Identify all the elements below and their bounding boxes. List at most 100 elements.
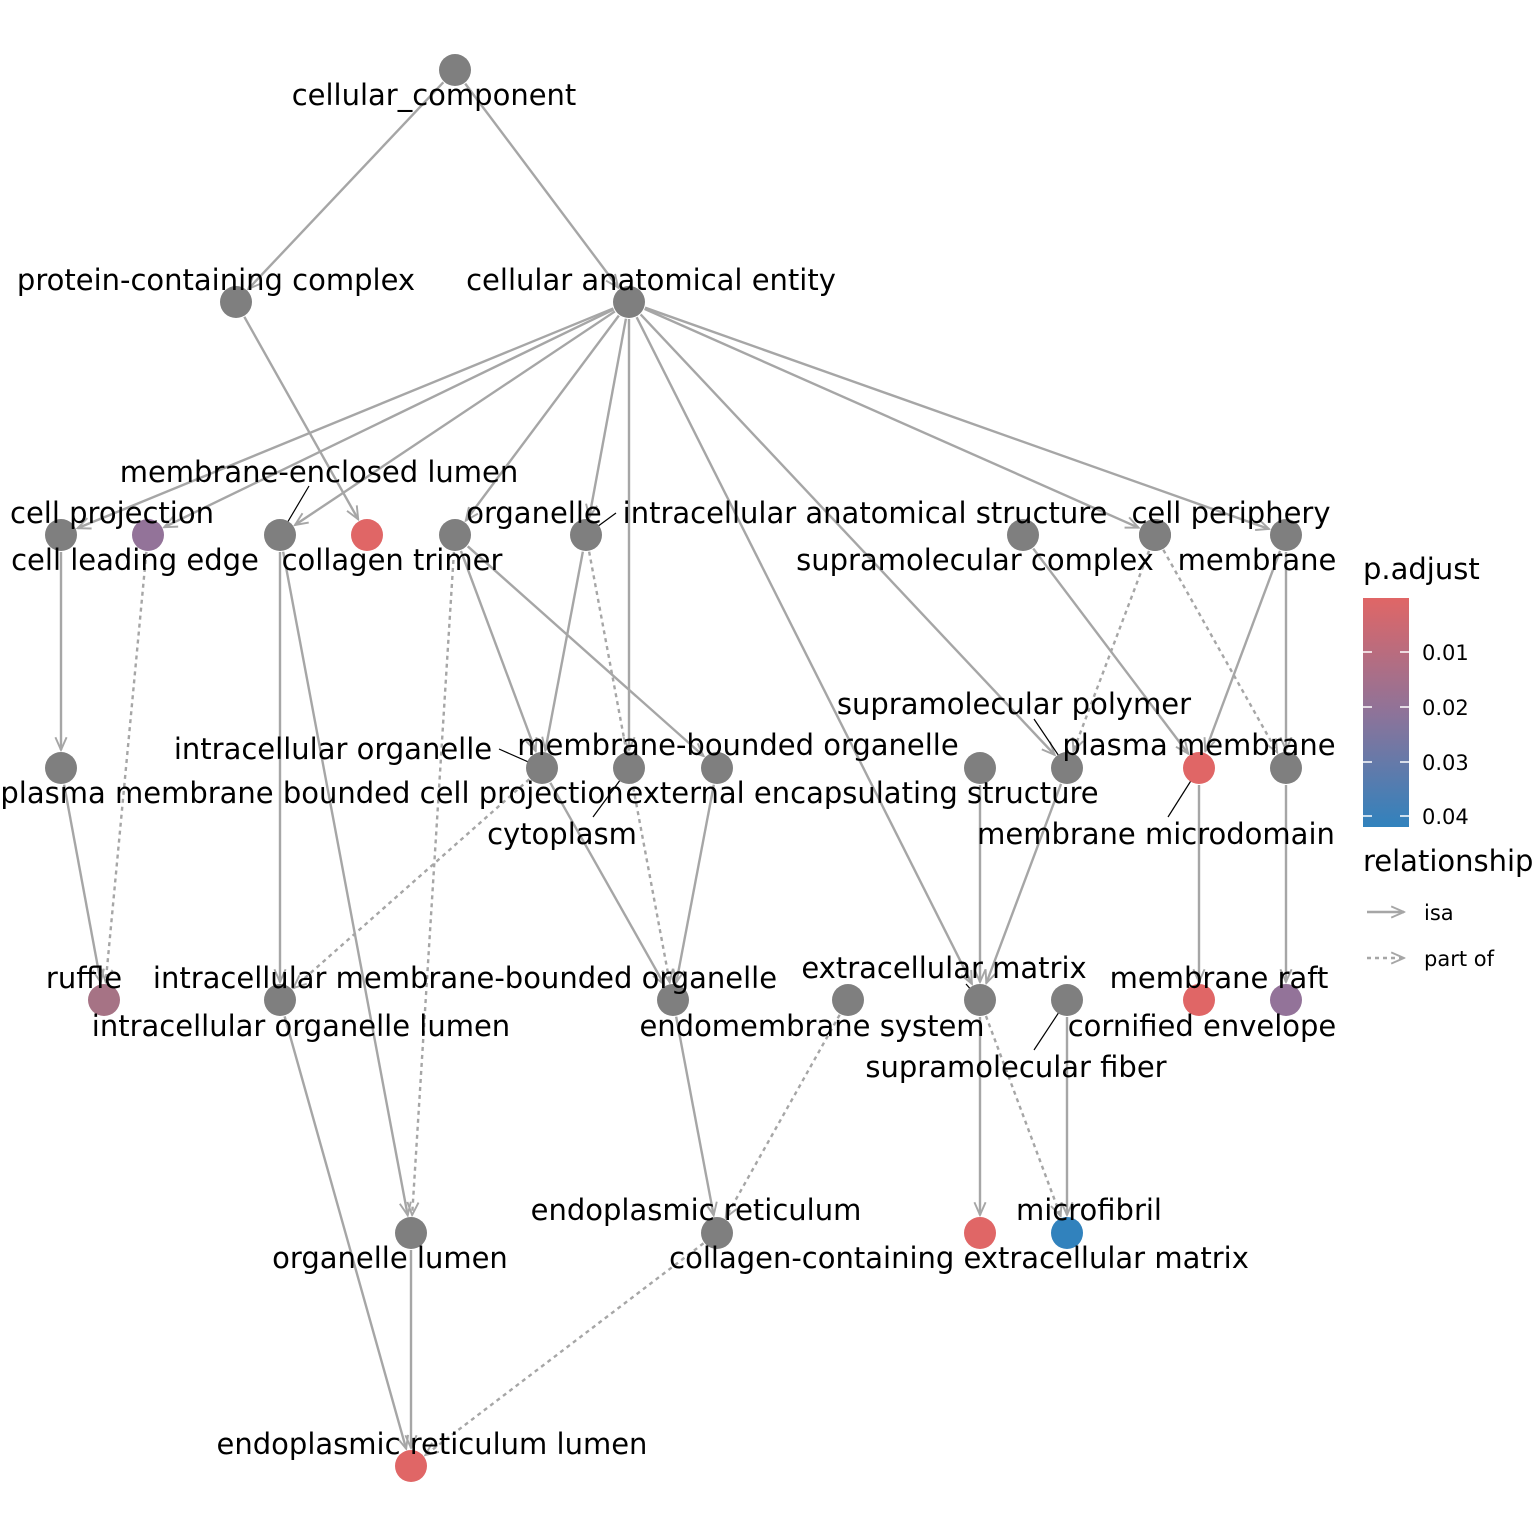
node-membrane-microdomain <box>1183 752 1215 784</box>
edge-isa <box>1032 547 1188 754</box>
edge-isa <box>549 782 664 985</box>
nodes-layer <box>45 54 1302 1482</box>
edge-isa <box>464 82 618 288</box>
node-endomembrane-system <box>832 984 864 1016</box>
color-tick-label: 0.02 <box>1422 696 1469 720</box>
node-cell-leading-edge <box>132 519 164 551</box>
edge-isa <box>164 308 615 529</box>
node-label-collagen-trimer: collagen trimer <box>282 543 503 577</box>
node-microfibril <box>1051 1217 1083 1249</box>
edge-isa <box>466 314 620 521</box>
edge-isa <box>639 313 1055 754</box>
node-label-supramolecular-fiber: supramolecular fiber <box>865 1050 1166 1084</box>
edge-part-of <box>106 551 148 982</box>
legend: p.adjust 0.01 0.02 0.03 0.04 relationshi… <box>1363 552 1533 971</box>
node-label-membrane-enclosed-lumen: membrane-enclosed lumen <box>120 455 519 489</box>
node-label-cell-leading-edge: cell leading edge <box>11 543 259 577</box>
node-label-cell-projection: cell projection <box>10 496 214 530</box>
node-label-cell-periphery: cell periphery <box>1131 496 1330 530</box>
edge-isa <box>248 81 445 289</box>
edge-isa <box>635 316 972 984</box>
edge-isa <box>283 1016 407 1448</box>
node-endoplasmic-reticulum <box>701 1217 733 1249</box>
node-supramolecular-fiber <box>1051 984 1083 1016</box>
edge-isa <box>243 316 358 519</box>
node-collagen-containing-extracellular-matrix <box>964 1217 996 1249</box>
edge-isa <box>62 784 101 983</box>
node-organelle <box>570 519 602 551</box>
legend-key-isa: isa <box>1367 901 1454 925</box>
edge-isa <box>459 550 536 751</box>
node-intracellular-organelle-lumen <box>264 984 296 1016</box>
edge-isa <box>644 307 1139 529</box>
node-collagen-trimer <box>439 519 471 551</box>
edge-isa <box>589 318 628 518</box>
legend-key-label: isa <box>1424 901 1454 925</box>
node-protein-containing-complex <box>220 286 252 318</box>
node-cellular-component <box>439 54 471 86</box>
edge-part-of <box>412 551 456 1215</box>
node-label-membrane-bounded-organelle: membrane-bounded organelle <box>517 728 958 762</box>
color-scale-bar <box>1363 598 1409 827</box>
edge-isa <box>644 306 1269 529</box>
edge-part-of <box>726 1014 841 1217</box>
node-label-cellular-component: cellular_component <box>292 78 577 112</box>
node-label-collagen-containing-extracellular-matrix: collagen-containing extracellular matrix <box>669 1241 1249 1275</box>
node-plasma-membrane-bounded-cell-projection <box>45 752 77 784</box>
edge-part-of <box>293 778 531 988</box>
node-intracellular-organelle <box>526 752 558 784</box>
node-label-protein-containing-complex: protein-containing complex <box>17 263 415 297</box>
node-cytoplasm <box>613 752 645 784</box>
node-label-endoplasmic-reticulum-lumen: endoplasmic reticulum lumen <box>217 1427 648 1461</box>
color-tick-label: 0.03 <box>1422 751 1469 775</box>
node-label-plasma-membrane: plasma membrane <box>1062 728 1335 762</box>
node-endoplasmic-reticulum-lumen <box>395 1450 427 1482</box>
node-label-cornified-envelope: cornified envelope <box>1068 1009 1337 1043</box>
relationship-legend-title: relationship <box>1363 844 1533 878</box>
node-intracellular-membrane-bounded-organelle <box>657 984 689 1016</box>
node-label-microfibril: microfibril <box>1016 1193 1162 1227</box>
node-label-organelle-lumen: organelle lumen <box>272 1241 508 1275</box>
node-collagen-trimer <box>351 519 383 551</box>
node-label-external-encapsulating-structure: external encapsulating structure <box>625 776 1098 810</box>
node-membrane-enclosed-lumen <box>264 519 296 551</box>
labels-layer: cellular_component protein-containing com… <box>0 78 1336 1461</box>
edge-isa <box>466 545 704 756</box>
node-label-organelle: organelle <box>466 496 602 530</box>
node-plasma-membrane <box>1270 752 1302 784</box>
legend-key-part-of: part of <box>1367 947 1495 971</box>
edge-part-of <box>1162 549 1277 752</box>
node-label-cytoplasm: cytoplasm <box>487 817 637 851</box>
node-label-cellular-anatomical-entity: cellular anatomical entity <box>466 263 836 297</box>
edge-isa <box>986 783 1063 983</box>
node-label-ruffle: ruffle <box>46 961 122 995</box>
node-label-endoplasmic-reticulum: endoplasmic reticulum <box>531 1193 862 1227</box>
node-organelle-lumen <box>395 1217 427 1249</box>
edge-isa <box>281 551 408 1216</box>
edge-isa <box>676 784 716 983</box>
edge-isa <box>545 551 585 751</box>
node-ruffle <box>88 984 120 1016</box>
node-label-extracellular-matrix: extracellular matrix <box>801 951 1086 985</box>
legend-key-label: part of <box>1424 947 1495 971</box>
color-scale-ticks <box>1363 651 1409 817</box>
node-label-intracellular-organelle-lumen: intracellular organelle lumen <box>92 1009 510 1043</box>
node-label-membrane: membrane <box>1178 543 1337 577</box>
color-tick-label: 0.04 <box>1422 805 1469 829</box>
node-cellular-anatomical-entity <box>613 286 645 318</box>
node-cell-periphery <box>1139 519 1171 551</box>
edge-part-of <box>984 1015 1061 1216</box>
node-label-plasma-membrane-bounded-cell-projection: plasma membrane bounded cell projection <box>0 776 623 810</box>
edge-isa <box>1205 550 1282 751</box>
node-label-intracellular-organelle: intracellular organelle <box>174 732 492 766</box>
node-label-membrane-microdomain: membrane microdomain <box>977 817 1335 851</box>
node-cell-projection <box>45 519 77 551</box>
node-supramolecular-polymer <box>1051 752 1083 784</box>
edge-part-of <box>425 1242 705 1455</box>
node-intracellular-anatomical-structure <box>1007 519 1039 551</box>
node-extracellular-matrix <box>964 984 996 1016</box>
node-membrane-raft <box>1183 984 1215 1016</box>
edges-layer <box>61 81 1286 1455</box>
node-label-endomembrane-system: endomembrane system <box>639 1009 984 1043</box>
